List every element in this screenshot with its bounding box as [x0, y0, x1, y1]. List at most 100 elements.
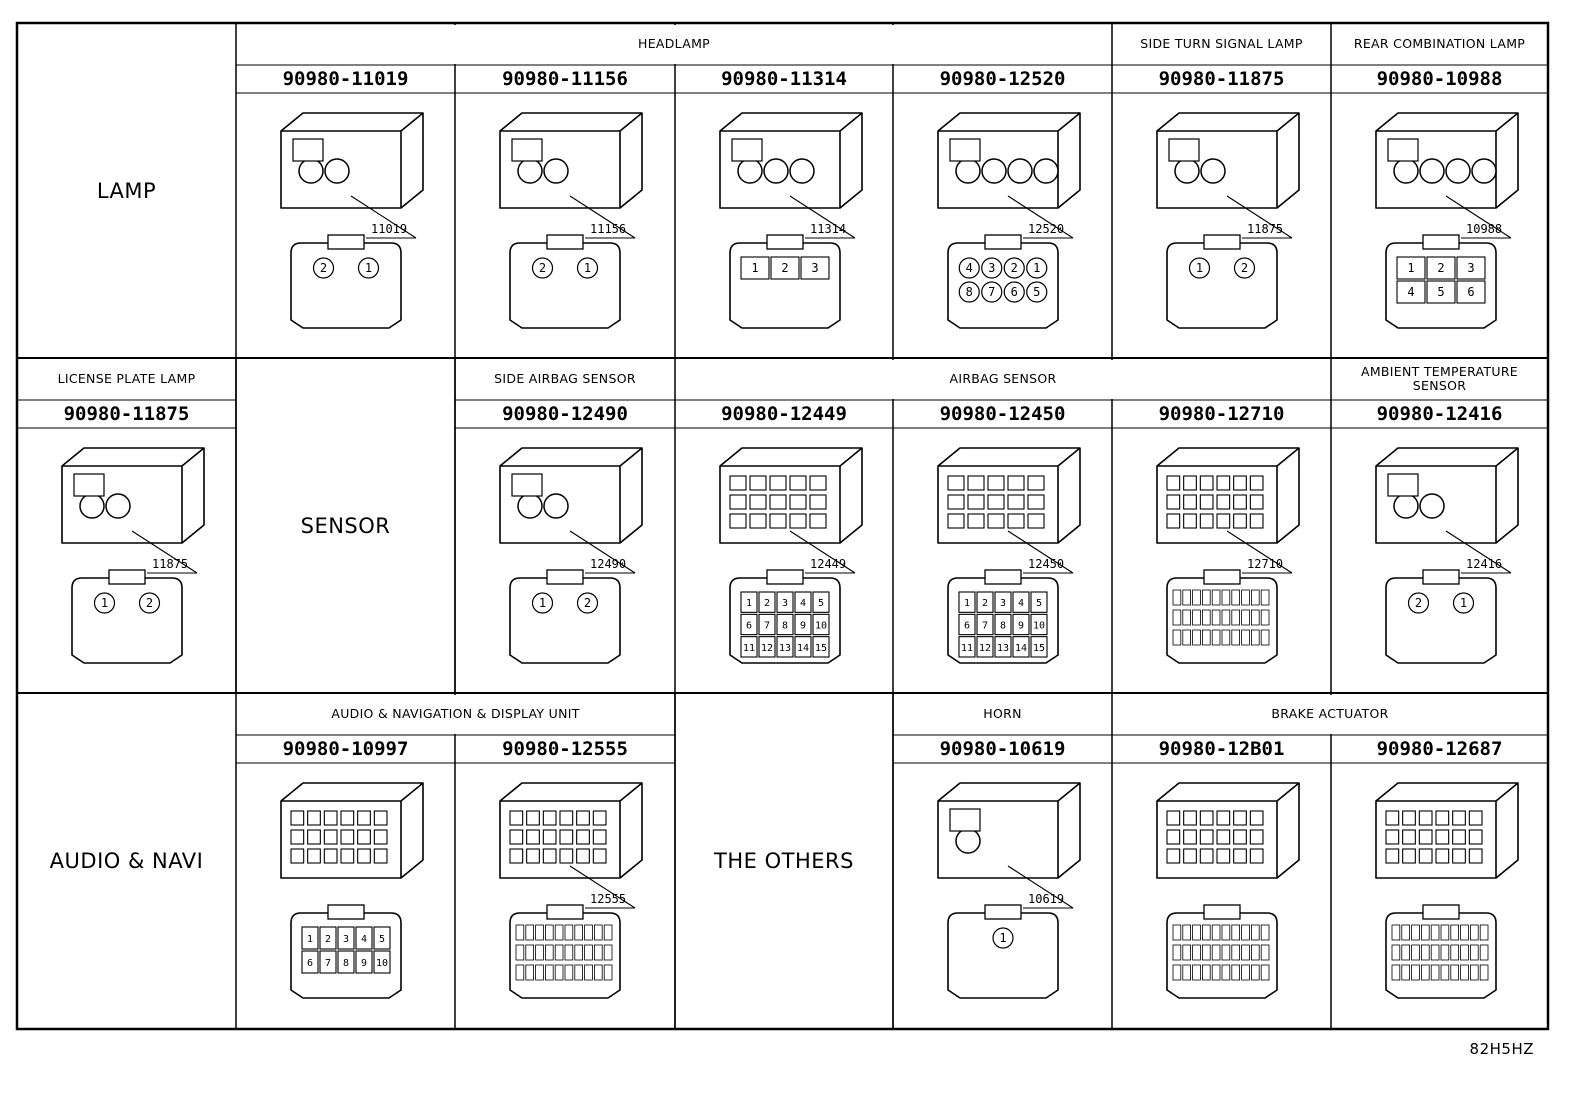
part-number: 90980-12B01	[1158, 738, 1285, 760]
pin-cavity	[574, 944, 584, 961]
cavity	[1199, 475, 1214, 491]
part-number: 90980-12450	[939, 403, 1066, 425]
cavity	[1199, 810, 1214, 826]
cavity	[340, 848, 355, 864]
terminal	[517, 158, 543, 184]
pin-number: 2	[1437, 261, 1444, 275]
terminal	[737, 158, 763, 184]
callout-leader	[1445, 195, 1512, 239]
pin-cavity	[1211, 924, 1221, 941]
pin-cavity	[740, 613, 758, 636]
part-number: 90980-12687	[1376, 738, 1503, 760]
pin-number: 1	[751, 261, 758, 275]
pin-cavity	[1172, 944, 1182, 961]
pin-cavity	[1260, 629, 1270, 646]
connector-body	[1156, 112, 1300, 209]
pin-cavity	[1231, 924, 1241, 941]
callout-label: 12450	[1028, 557, 1065, 571]
cavity	[307, 810, 321, 826]
group-headlamp: HEADLAMP	[638, 36, 710, 51]
pin-cavity	[958, 281, 980, 303]
pin-cavity	[812, 591, 830, 613]
pin-number: 1	[964, 598, 970, 609]
pin-cavity	[1450, 924, 1460, 941]
pin-cavity	[1469, 964, 1479, 981]
cavity	[1418, 848, 1433, 864]
pin-cavity	[1469, 944, 1479, 961]
pin-cavity	[1401, 924, 1411, 941]
pin-number: 1	[1033, 261, 1040, 275]
pin-number: 7	[988, 285, 995, 299]
connector-cell-c16: 90980-12B01	[1112, 735, 1331, 1029]
latch	[1203, 234, 1241, 250]
cavity	[1233, 513, 1247, 529]
terminal	[1419, 158, 1445, 184]
pin-number: 5	[1033, 285, 1040, 299]
group-rear-combination-lamp: REAR COMBINATION LAMP	[1353, 36, 1526, 51]
cavity	[559, 810, 574, 826]
cavity	[340, 829, 355, 845]
pin-cavity	[992, 927, 1014, 949]
pin-cavity	[1430, 964, 1440, 981]
group-horn: HORN	[983, 706, 1022, 721]
pin-cavity	[525, 964, 535, 981]
callout-leader	[1007, 530, 1074, 574]
pin-number: 11	[961, 643, 973, 654]
pin-cavity	[1260, 589, 1270, 606]
pin-cavity	[593, 924, 603, 941]
pin-cavity	[800, 256, 830, 280]
header-merge	[238, 360, 453, 691]
cavity	[509, 848, 524, 864]
cavity	[1233, 829, 1247, 845]
header-merge	[239, 695, 672, 734]
pin-cavity	[1460, 924, 1469, 941]
pin-cavity	[1026, 281, 1048, 303]
cavity	[290, 810, 305, 826]
pin-cavity	[1456, 256, 1486, 280]
connector-body	[280, 112, 424, 209]
callout-leader	[131, 530, 198, 574]
pin-cavity	[1241, 629, 1250, 646]
part-number: 90980-12416	[1376, 403, 1503, 425]
pin-cavity	[740, 591, 758, 613]
pin-cavity	[812, 636, 830, 658]
cavity	[1468, 810, 1483, 826]
pin-number: 12	[979, 643, 991, 654]
latch	[1203, 569, 1241, 585]
terminal-face-view	[509, 904, 621, 999]
callout-leader	[1007, 865, 1074, 909]
cavity	[526, 810, 540, 826]
pin-cavity	[1250, 629, 1260, 646]
pin-number: 8	[782, 621, 788, 632]
lock-tab	[292, 138, 324, 162]
drawing-code: 82H5HZ	[1469, 1040, 1534, 1058]
part-number: 90980-11314	[721, 68, 847, 90]
pin-number: 1	[1460, 596, 1467, 610]
group-side-airbag-sensor: SIDE AIRBAG SENSOR	[494, 371, 636, 386]
cavity	[1216, 810, 1231, 826]
part-number: 90980-11019	[282, 68, 409, 90]
cavity	[1233, 475, 1247, 491]
pin-number: 6	[964, 621, 970, 632]
part-number: 90980-12490	[502, 403, 628, 425]
pin-number: 1	[584, 261, 591, 275]
pin-cavity	[1182, 964, 1192, 981]
cavity	[967, 475, 985, 491]
pin-cavity	[812, 613, 830, 636]
part-number: 90980-12555	[502, 738, 628, 760]
pin-cavity	[740, 256, 770, 280]
callout-leader	[789, 530, 856, 574]
cavity	[1385, 829, 1400, 845]
